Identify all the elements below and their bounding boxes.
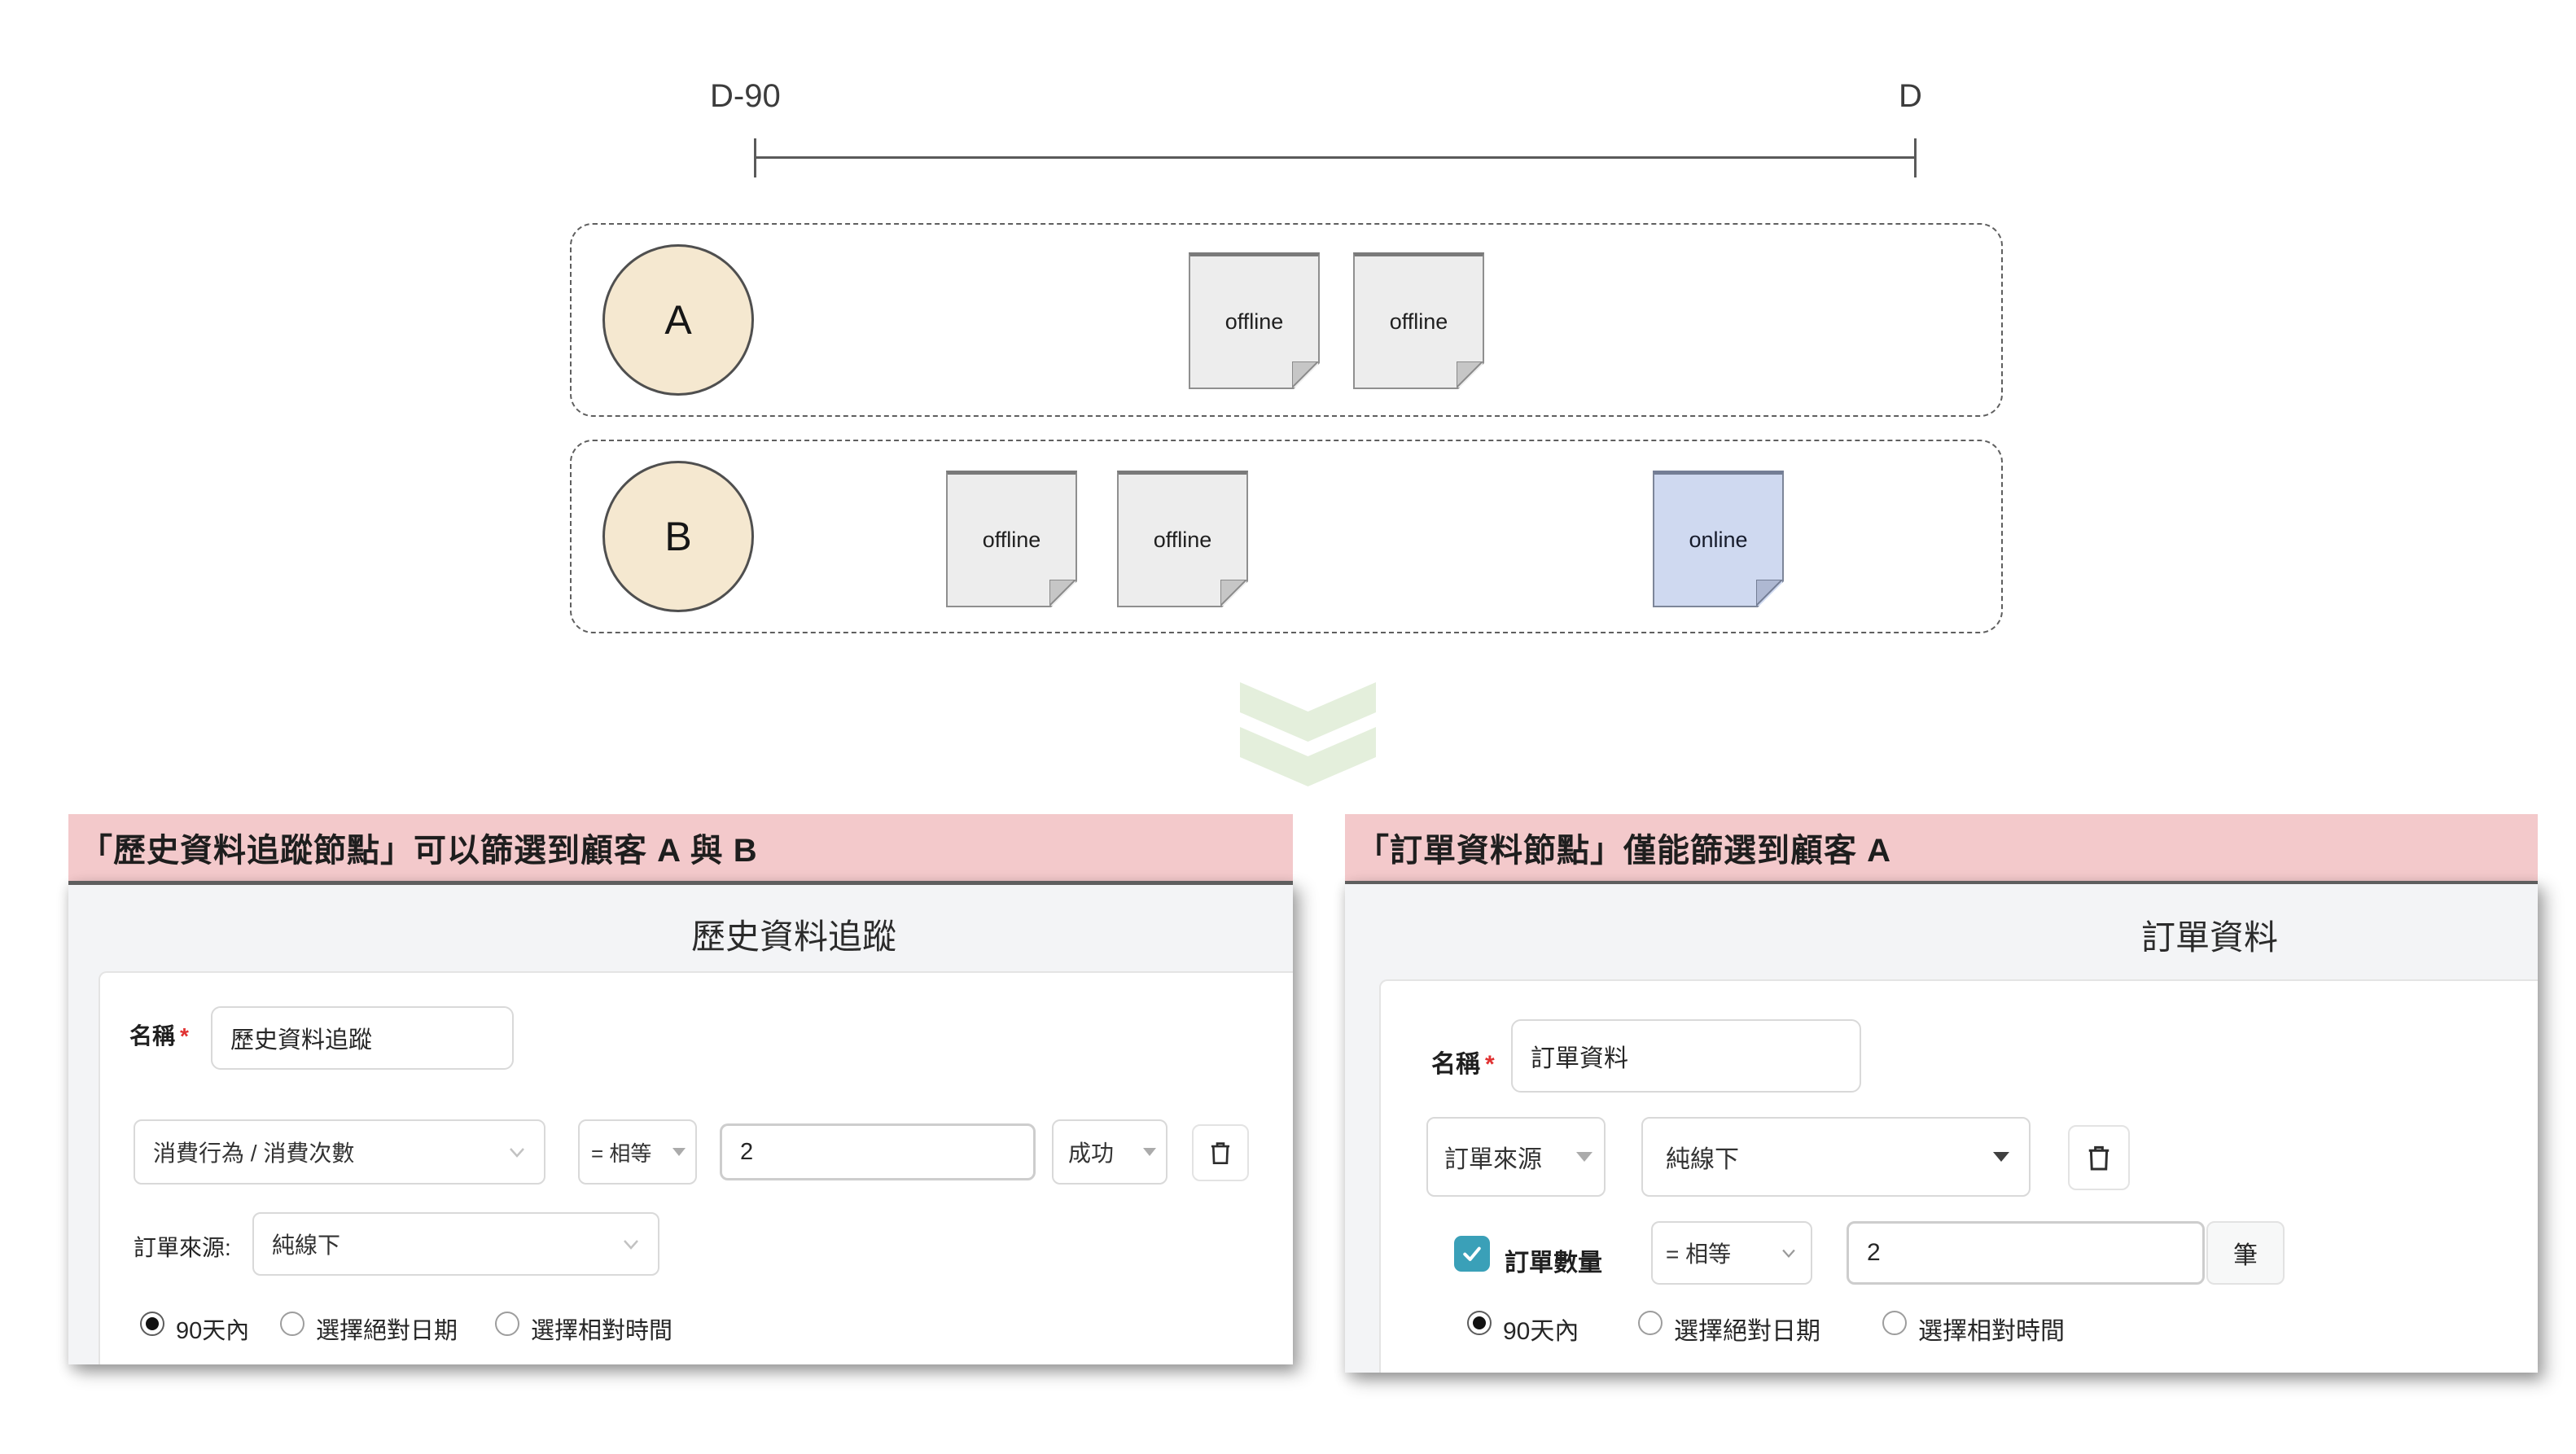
timeline-start-tick [754,138,756,177]
order-source-field-select[interactable]: 訂單來源 [1426,1117,1606,1197]
trash-icon [2088,1145,2109,1171]
name-field-label: 名稱* [1431,1044,1495,1080]
condition-value-input[interactable]: 2 [720,1123,1036,1180]
required-mark: * [1485,1051,1495,1078]
delete-condition-button[interactable] [2068,1125,2130,1190]
event-card-online: online [1653,471,1784,607]
timeline-start-label: D-90 [710,78,781,114]
customer-a-label: A [664,297,692,343]
event-label: online [1689,528,1748,552]
timeline-end-label: D [1899,78,1922,114]
name-input[interactable]: 訂單資料 [1511,1019,1861,1093]
event-label: offline [982,528,1041,552]
timeline-axis [754,138,1917,177]
order-source-select[interactable]: 純線下 [252,1212,659,1276]
folded-corner-icon [1756,580,1782,606]
event-card-offline: offline [1353,252,1484,389]
caret-down-icon [1576,1152,1592,1162]
right-card-title: 訂單資料 [2140,918,2279,957]
order-count-label[interactable]: 訂單數量 [1505,1250,1602,1277]
radio-90-days-label[interactable]: 90天內 [1503,1318,1579,1345]
customer-a-circle: A [602,244,754,396]
customer-b-circle: B [602,461,754,612]
delete-condition-button[interactable] [1192,1124,1249,1181]
radio-absolute-date-label[interactable]: 選擇絕對日期 [316,1318,458,1344]
folded-corner-icon [1220,580,1246,606]
order-source-value: 純線下 [272,1233,341,1258]
caret-down-icon [1993,1152,2009,1162]
order-count-checkbox[interactable] [1454,1236,1490,1272]
name-field-label: 名稱* [129,1018,189,1051]
operator-select[interactable]: = 相等 [1651,1221,1812,1285]
order-count-value: 2 [1867,1239,1881,1266]
result-select[interactable]: 成功 [1052,1119,1168,1185]
radio-relative-time-label[interactable]: 選擇相對時間 [531,1318,673,1344]
event-label: offline [1224,309,1284,334]
name-input[interactable]: 歷史資料追蹤 [211,1006,514,1070]
folded-corner-icon [1292,361,1318,388]
name-label-text: 名稱 [1431,1051,1480,1078]
customer-b-lane [570,440,2003,633]
chevron-down-icon [510,1148,524,1158]
left-panel-banner: 「歷史資料追蹤節點」可以篩選到顧客 A 與 B [68,814,1293,881]
radio-relative-time[interactable] [495,1312,519,1336]
chevron-down-icon [1782,1249,1795,1259]
operator-value: = 相等 [591,1141,652,1166]
event-card-offline: offline [1117,471,1248,607]
name-label-text: 名稱 [129,1023,176,1049]
order-source-value: 純線下 [1666,1146,1739,1173]
order-count-input[interactable]: 2 [1847,1221,2205,1285]
radio-90-days[interactable] [140,1312,164,1336]
radio-relative-time-label[interactable]: 選擇相對時間 [1918,1318,2065,1345]
name-input-value: 訂單資料 [1531,1045,1628,1072]
folded-corner-icon [1457,361,1483,388]
right-panel-card: 訂單資料 名稱* 訂單資料 訂單來源 純線下 訂單數量 = 相等 2 筆 [1345,881,2538,1373]
radio-absolute-date[interactable] [1638,1311,1663,1335]
radio-90-days[interactable] [1467,1311,1492,1335]
radio-absolute-date-label[interactable]: 選擇絕對日期 [1674,1318,1820,1345]
condition-field-value: 消費行為 / 消費次數 [153,1141,355,1166]
result-value: 成功 [1068,1141,1115,1166]
event-label: offline [1153,528,1212,552]
timeline-end-tick [1914,138,1917,177]
caret-down-icon [1143,1148,1156,1156]
order-source-field-value: 訂單來源 [1444,1146,1542,1173]
left-banner-text: 「歷史資料追蹤節點」可以篩選到顧客 A 與 B [80,833,758,869]
customer-b-label: B [664,514,692,559]
event-card-offline: offline [1189,252,1320,389]
left-panel-card: 歷史資料追蹤 名稱* 歷史資料追蹤 消費行為 / 消費次數 = 相等 2 成功 … [68,881,1293,1364]
required-mark: * [180,1023,189,1049]
right-banner-text: 「訂單資料節點」僅能篩選到顧客 A [1356,833,1891,869]
radio-relative-time[interactable] [1882,1311,1907,1335]
folded-corner-icon [1049,580,1076,606]
chevron-down-icon [624,1240,638,1250]
radio-absolute-date[interactable] [280,1312,304,1336]
check-icon [1463,1246,1481,1261]
radio-90-days-label[interactable]: 90天內 [176,1318,250,1344]
unit-text: 筆 [2233,1242,2258,1269]
operator-select[interactable]: = 相等 [578,1119,697,1185]
trash-icon [1211,1142,1230,1165]
right-panel-banner: 「訂單資料節點」僅能篩選到顧客 A [1345,814,2538,881]
left-card-title: 歷史資料追蹤 [690,918,897,956]
unit-addon: 筆 [2206,1221,2285,1285]
order-source-value-select[interactable]: 純線下 [1641,1117,2031,1197]
operator-value: = 相等 [1666,1242,1732,1267]
order-source-label: 訂單來源: [134,1235,231,1260]
double-chevron-down-icon [1240,682,1376,786]
event-card-offline: offline [946,471,1077,607]
event-label: offline [1389,309,1448,334]
caret-down-icon [672,1148,686,1156]
condition-value: 2 [740,1138,754,1165]
condition-field-select[interactable]: 消費行為 / 消費次數 [134,1119,545,1185]
name-input-value: 歷史資料追蹤 [230,1027,373,1053]
